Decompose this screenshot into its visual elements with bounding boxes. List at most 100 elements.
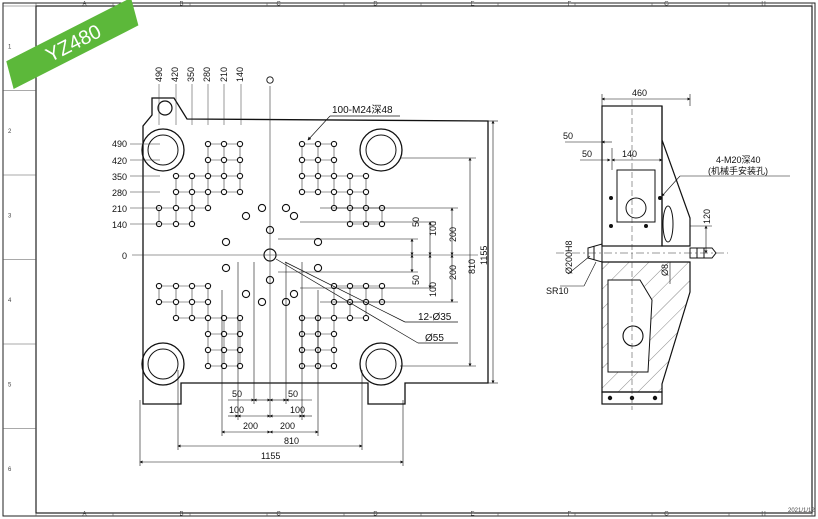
tie-bar-top-right — [359, 128, 403, 172]
dim-bottom-200-left: 200 — [243, 421, 258, 431]
dim-bottom-100-right: 100 — [290, 405, 305, 415]
hole-callout-text: 100-M24深48 — [332, 104, 393, 116]
tapped-hole — [236, 314, 244, 322]
tapped-hole — [172, 204, 180, 212]
top-scale-origin-marker — [266, 76, 274, 84]
tapped-hole — [220, 330, 228, 338]
right-dimensions — [278, 120, 498, 384]
dim-side-width: 460 — [632, 88, 647, 98]
dim-side-120: 120 — [702, 209, 712, 224]
tapped-hole — [188, 282, 196, 290]
frame-letter: A — [82, 512, 86, 518]
dim-right-100-bottom: 100 — [428, 282, 438, 297]
tapped-hole — [330, 362, 338, 370]
side-round-port — [622, 325, 644, 347]
frame-ticks — [3, 3, 813, 516]
tapped-hole — [172, 282, 180, 290]
tapped-hole — [155, 298, 163, 306]
tapped-hole — [220, 188, 228, 196]
dim-side-offset-50-a: 50 — [563, 131, 573, 141]
left-scale-350: 350 — [112, 172, 127, 182]
frame-letter: H — [761, 2, 765, 8]
frame-letter: G — [664, 512, 669, 518]
tapped-hole — [314, 188, 322, 196]
dim-right-100-top: 100 — [428, 221, 438, 236]
tapped-hole — [378, 282, 386, 290]
left-scale: 490 420 350 280 210 140 0 — [112, 139, 160, 261]
frame-letter: F — [568, 512, 572, 518]
platen-side-view — [556, 100, 728, 410]
badge-ribbon — [6, 0, 139, 89]
tie-bar-top-left — [141, 128, 185, 172]
top-scale: 490 420 350 280 210 140 — [154, 67, 245, 125]
tapped-hole — [236, 156, 244, 164]
tapped-hole — [314, 156, 322, 164]
tapped-hole — [298, 140, 306, 148]
dim-tie-bar-height: 810 — [467, 259, 477, 274]
frame-number: 2 — [8, 129, 12, 135]
side-foot-bolts — [607, 395, 658, 401]
tapped-hole — [188, 298, 196, 306]
dim-bottom-50-right: 50 — [288, 389, 298, 399]
tapped-hole — [362, 282, 370, 290]
ring-hole — [221, 263, 231, 273]
dim-overall-height: 1155 — [479, 246, 489, 265]
ring-hole — [257, 203, 267, 213]
tapped-hole — [362, 220, 370, 228]
tapped-hole — [330, 172, 338, 180]
frame-letter: D — [373, 2, 378, 8]
tapped-hole — [188, 314, 196, 322]
tapped-hole — [220, 140, 228, 148]
frame-letter: H — [761, 512, 765, 518]
frame-letter: C — [276, 512, 281, 518]
tapped-hole — [330, 156, 338, 164]
tapped-hole — [220, 346, 228, 354]
tapped-hole — [172, 298, 180, 306]
tapped-hole — [204, 362, 212, 370]
tapped-hole — [314, 172, 322, 180]
tapped-hole — [204, 172, 212, 180]
tapped-hole — [346, 220, 354, 228]
side-upper-window — [616, 169, 656, 223]
dim-side-offset-140: 140 — [622, 149, 637, 159]
side-ring-seat — [662, 205, 674, 243]
left-scale-140: 140 — [112, 220, 127, 230]
tapped-hole — [220, 362, 228, 370]
tapped-hole — [330, 188, 338, 196]
dim-bottom-50-left: 50 — [232, 389, 242, 399]
tapped-hole — [172, 220, 180, 228]
tapped-hole — [236, 346, 244, 354]
tapped-hole — [378, 220, 386, 228]
top-scale-210: 210 — [219, 67, 229, 82]
top-scale-420: 420 — [170, 67, 180, 82]
side-robot-holes — [609, 196, 662, 228]
tapped-hole — [172, 188, 180, 196]
dim-overall-width: 1155 — [261, 451, 280, 461]
platen-outline — [142, 97, 489, 405]
platen-front-view — [132, 76, 489, 418]
tapped-hole — [298, 188, 306, 196]
frame-number: 3 — [8, 213, 12, 219]
side-rib-taper — [661, 106, 691, 247]
tapped-hole — [155, 282, 163, 290]
hole-callout: 100-M24深48 — [307, 104, 400, 141]
tapped-hole — [314, 140, 322, 148]
frame-letter: F — [568, 2, 572, 8]
frame-letter: D — [373, 512, 378, 518]
frame-letter: E — [470, 2, 474, 8]
tapped-hole — [330, 314, 338, 322]
ring-hole — [313, 237, 323, 247]
tapped-hole — [330, 330, 338, 338]
frame-number: 1 — [8, 44, 12, 50]
side-upper-port — [625, 197, 647, 219]
right-dimension-labels: 50 100 200 50 100 200 810 1155 — [411, 217, 489, 297]
tapped-hole — [362, 314, 370, 322]
nozzle-hole-dim: Ø8 — [660, 264, 670, 276]
tapped-hole — [298, 156, 306, 164]
ring-hole — [241, 289, 251, 299]
frame-letter: B — [179, 2, 183, 8]
tapped-hole — [204, 346, 212, 354]
tapped-hole — [330, 346, 338, 354]
tapped-holes — [155, 140, 386, 370]
